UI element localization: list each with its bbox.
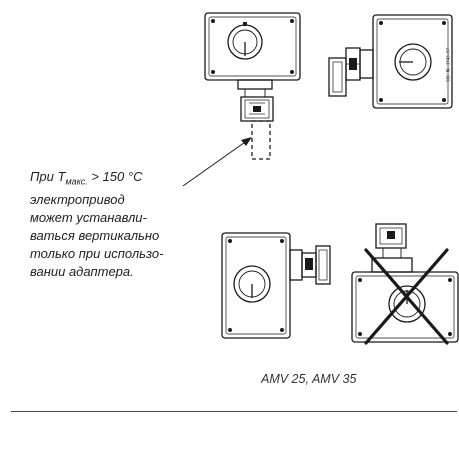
actuator-upright xyxy=(204,12,301,160)
model-label: AMV 25, AMV 35 xyxy=(261,372,357,386)
section-divider xyxy=(11,411,457,412)
note-line-5: только при использо- xyxy=(30,245,164,261)
note-line-1: При Tмакс. > 150 °C xyxy=(30,169,143,187)
vertical-mount-note: При Tмакс. > 150 °C электропривод может … xyxy=(30,168,200,281)
note-line-3: может устанавли- xyxy=(30,209,147,225)
note-line-2: электропривод xyxy=(30,191,125,207)
actuator-horizontal-right xyxy=(328,14,453,109)
pointer-arrow xyxy=(182,137,252,187)
note-line-4: ваться вертикально xyxy=(30,227,160,243)
actuator-horizontal-left xyxy=(221,232,331,339)
drawing-code: SBC NL-I743.97 xyxy=(445,48,451,82)
actuator-upside-down-forbidden xyxy=(351,223,459,343)
note-line-6: вании адаптера. xyxy=(30,263,134,279)
forbidden-cross-icon xyxy=(364,248,449,345)
